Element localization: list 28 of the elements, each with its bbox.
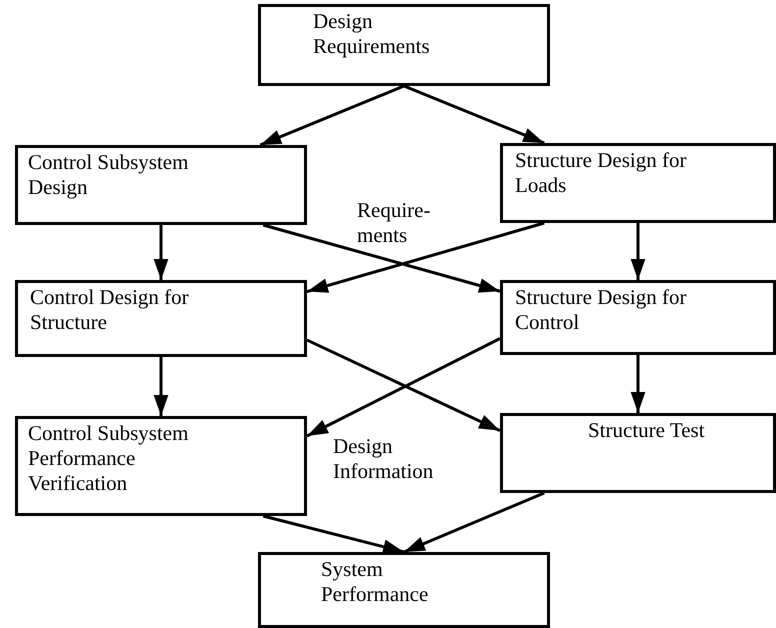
arrow bbox=[630, 223, 646, 280]
box-label: Structure Design for Loads bbox=[515, 148, 688, 198]
box-label: Control Design for Structure bbox=[30, 285, 190, 335]
process-box bbox=[258, 552, 550, 628]
box-label: Control Subsystem Performance Verification bbox=[28, 421, 190, 496]
arrow bbox=[154, 357, 168, 416]
arrow bbox=[630, 355, 646, 413]
process-box bbox=[500, 143, 776, 223]
arrow bbox=[403, 492, 545, 554]
process-box bbox=[15, 416, 307, 516]
process-box bbox=[15, 145, 307, 225]
arrow bbox=[154, 225, 168, 280]
box-label: Control Subsystem Design bbox=[28, 150, 190, 200]
arrow bbox=[262, 514, 404, 554]
box-label: Design Requirements bbox=[313, 9, 431, 59]
arrow bbox=[306, 222, 545, 293]
box-label: Structure Test bbox=[588, 418, 706, 443]
flow-label: Design Information bbox=[333, 434, 434, 484]
box-label: Structure Design for Control bbox=[515, 285, 688, 335]
arrow bbox=[260, 84, 405, 146]
process-box bbox=[500, 280, 776, 355]
flow-label: Require- ments bbox=[357, 198, 432, 248]
arrow bbox=[262, 224, 500, 293]
process-box bbox=[15, 280, 307, 357]
process-box bbox=[500, 413, 776, 493]
process-box bbox=[258, 4, 550, 86]
box-label: System Performance bbox=[321, 557, 430, 607]
arrow bbox=[403, 84, 545, 144]
